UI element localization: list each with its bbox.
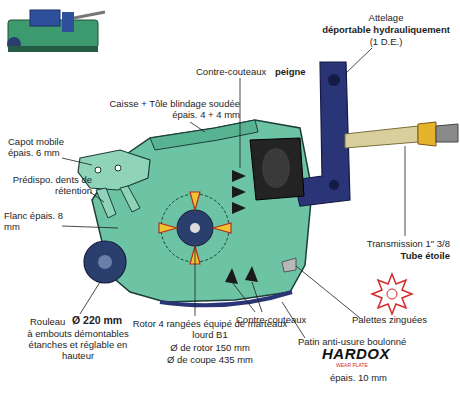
brand-logo: HARDOX	[322, 346, 390, 362]
part-label: peigne	[275, 66, 306, 77]
counter-knife	[225, 266, 258, 284]
photo-gearbox	[30, 10, 60, 26]
leader-line	[90, 192, 104, 202]
part-label: Contre-couteaux	[196, 66, 266, 77]
pivot	[328, 74, 340, 86]
photo-shaft	[74, 12, 105, 18]
rotor-hub	[190, 223, 200, 233]
part-label: Attelage	[312, 12, 460, 23]
pto-tube	[345, 126, 418, 148]
part-label: (1 D.E.)	[312, 36, 460, 47]
leader-line	[62, 226, 118, 228]
brand-tagline: WEAR PLATE	[336, 362, 368, 368]
star-tube-logo	[387, 289, 397, 299]
leader-line	[296, 266, 360, 318]
star-tube-logo	[372, 274, 412, 314]
retention-tooth	[120, 186, 140, 212]
retention-tooth	[96, 188, 116, 218]
hood-hole	[115, 165, 121, 171]
pivot	[329, 180, 339, 190]
dimension-label: Ø 220 mm	[72, 315, 122, 326]
part-label: Palettes zinguées	[352, 314, 452, 325]
roller	[84, 241, 126, 283]
leader-line	[62, 158, 92, 165]
part-label: Rotor 4 rangées équipé de marteaux lourd…	[130, 318, 290, 340]
part-label: Capot mobile épais. 6 mm	[8, 136, 80, 158]
part-label: à embouts démontables étanches et réglab…	[14, 328, 142, 361]
leader-line	[190, 122, 205, 132]
leader-line	[232, 282, 255, 312]
part-label: Flanc épais. 8 mm	[4, 210, 66, 232]
leader-line	[252, 282, 262, 312]
part-label: Transmission 1" 3/8	[330, 238, 450, 249]
leader-line	[405, 146, 406, 236]
part-label: Rouleau	[30, 316, 65, 327]
photo-skid	[8, 46, 98, 52]
leader-line	[80, 282, 100, 314]
skid	[160, 292, 292, 305]
hood-hole	[95, 167, 101, 173]
part-label: Prédispo. dents de rétention	[0, 174, 92, 196]
leader-line	[345, 48, 372, 74]
rotor	[177, 210, 213, 246]
pto-guard	[418, 122, 436, 146]
dimension-label: Ø de coupe 435 mm	[130, 354, 290, 365]
part-label: Caisse + Tôle blindage soudée épais. 4 +…	[108, 98, 240, 120]
dimension-label: épais. 10 mm	[330, 372, 387, 383]
counter-knife-comb	[232, 170, 246, 214]
pto-yoke	[436, 124, 458, 142]
housing-top	[150, 120, 258, 150]
paddle	[282, 258, 296, 272]
part-label: déportable hydrauliquement	[312, 24, 460, 35]
leader-lines	[62, 48, 405, 338]
gearbox-cover	[262, 148, 290, 188]
leader-line	[195, 246, 196, 316]
gearbox	[250, 138, 304, 200]
dimension-label: Ø de rotor 150 mm	[130, 342, 290, 353]
roller-end	[98, 255, 112, 269]
leader-line	[240, 78, 241, 168]
part-label: Tube étoile	[330, 250, 450, 261]
housing-flank	[92, 120, 312, 302]
photo-headstock	[62, 12, 74, 32]
